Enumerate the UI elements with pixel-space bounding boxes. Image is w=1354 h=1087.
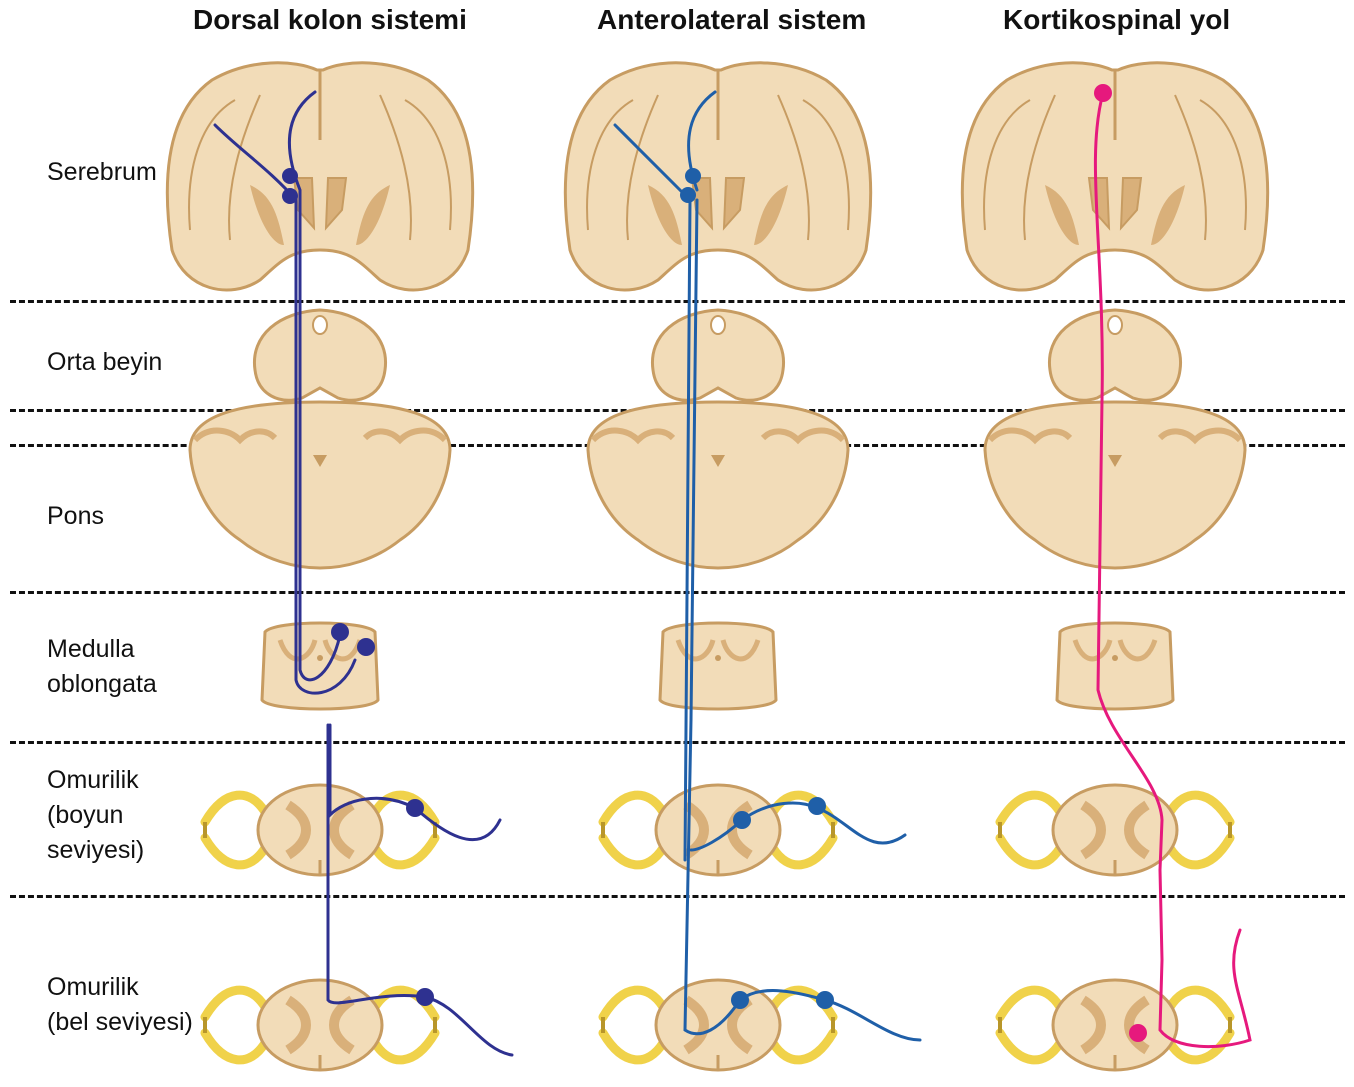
thalamic-neuron (680, 187, 696, 203)
dorsal-root-ganglion-neuron (816, 991, 834, 1009)
dorsal-horn-neuron (731, 991, 749, 1009)
column-dorsal-column (167, 63, 472, 1070)
level-label-line: Orta beyin (47, 345, 162, 380)
dorsal-root-ganglion-neuron (416, 988, 434, 1006)
level-label-line: Omurilik (47, 970, 193, 1005)
dorsal-root-ganglion-neuron (808, 797, 826, 815)
thalamic-neuron (282, 168, 298, 184)
dorsal-root-ganglion-neuron (406, 799, 424, 817)
medulla-section (660, 623, 776, 709)
pons-section (190, 402, 450, 568)
level-label-lumbar-cord: Omurilik (bel seviyesi) (47, 970, 193, 1040)
medullary-neuron (357, 638, 375, 656)
thalamic-neuron (685, 168, 701, 184)
level-label-line: Medulla (47, 632, 157, 667)
level-label-cerebrum: Serebrum (47, 155, 157, 190)
cerebral-aqueduct (711, 316, 725, 334)
medulla-section (1057, 623, 1173, 709)
central-canal (715, 655, 721, 661)
level-label-line: Pons (47, 499, 104, 534)
medulla-section (262, 623, 378, 709)
level-label-line: oblongata (47, 667, 157, 702)
central-canal (1112, 655, 1118, 661)
dorsal-horn-neuron (733, 811, 751, 829)
column-anterolateral (565, 63, 870, 1070)
thalamic-neuron (282, 188, 298, 204)
cerebral-aqueduct (1108, 316, 1122, 334)
level-label-cervical-cord: Omurilik (boyun seviyesi) (47, 763, 144, 868)
level-label-line: seviyesi) (47, 833, 144, 868)
level-label-line: (bel seviyesi) (47, 1005, 193, 1040)
pons-section (588, 402, 848, 568)
level-label-line: Omurilik (47, 763, 144, 798)
cerebral-aqueduct (313, 316, 327, 334)
level-label-midbrain: Orta beyin (47, 345, 162, 380)
level-label-pons: Pons (47, 499, 104, 534)
column-corticospinal (962, 63, 1267, 1070)
level-label-line: (boyun (47, 798, 144, 833)
upper-motor-neuron (1094, 84, 1112, 102)
level-label-medulla: Medulla oblongata (47, 632, 157, 702)
lower-motor-neuron (1129, 1024, 1147, 1042)
medullary-neuron (331, 623, 349, 641)
level-label-line: Serebrum (47, 155, 157, 190)
central-canal (317, 655, 323, 661)
pons-section (985, 402, 1245, 568)
